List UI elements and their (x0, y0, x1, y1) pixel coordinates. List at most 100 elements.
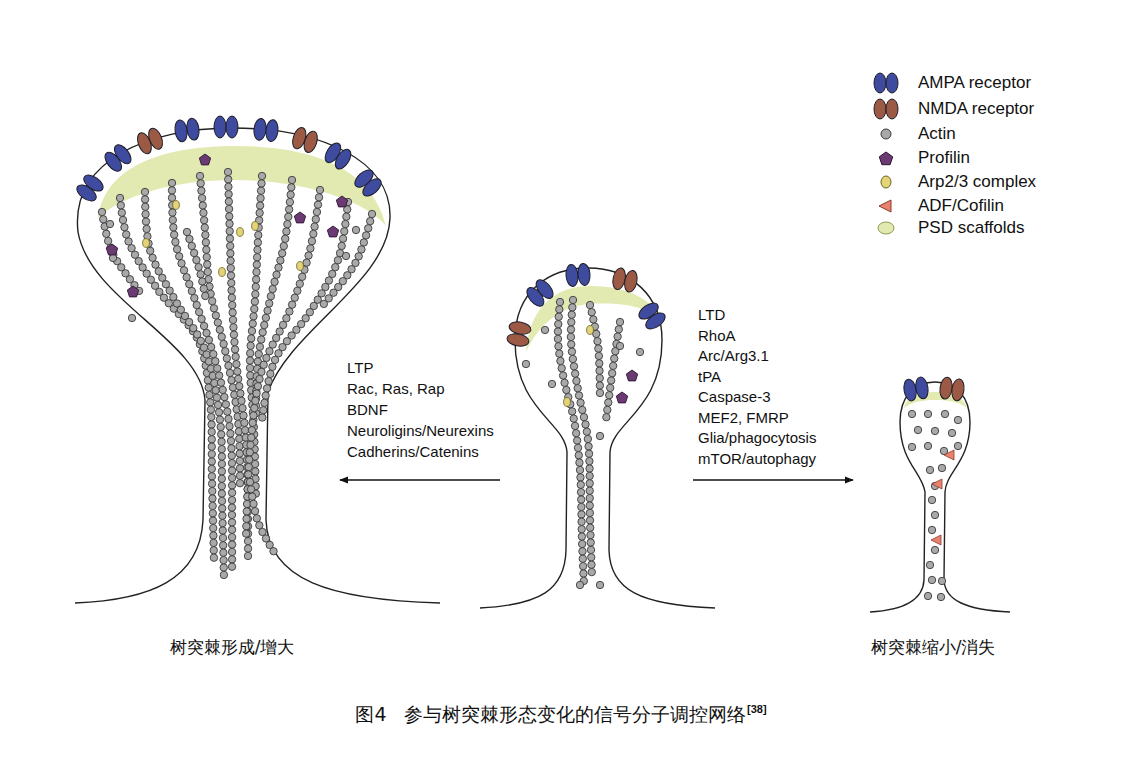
actin-monomer (588, 554, 595, 561)
actin-monomer (206, 391, 213, 398)
actin-monomer (202, 239, 209, 246)
actin-monomer (253, 515, 260, 522)
actin-monomer (567, 333, 574, 340)
actin-monomer (149, 254, 156, 261)
actin-monomer (228, 376, 235, 383)
actin-monomer (228, 511, 235, 518)
actin-monomer (578, 496, 585, 503)
actin-monomer (208, 480, 215, 487)
actin-monomer (555, 320, 562, 327)
actin-monomer (226, 213, 233, 220)
actin-monomer (197, 271, 204, 278)
profilin (294, 212, 305, 223)
signal-molecule: RhoA (698, 326, 736, 346)
signal-molecule: MEF2, FMRP (698, 408, 789, 428)
actin-monomer (954, 442, 961, 449)
actin-monomer (616, 342, 623, 349)
actin-monomer (231, 346, 238, 353)
actin-monomer (277, 257, 284, 264)
legend-swatch-holder (868, 98, 904, 120)
actin-monomer (254, 246, 261, 253)
actin-monomer (270, 548, 277, 555)
legend-label: Arp2/3 complex (918, 171, 1036, 193)
actin-monomer (258, 368, 265, 375)
actin-monomer (228, 504, 235, 511)
actin-monomer (255, 350, 262, 357)
actin-monomer (221, 393, 228, 400)
actin-monomer (190, 249, 197, 256)
actin-monomer (548, 380, 555, 387)
actin-monomer (208, 465, 215, 472)
actin-monomer (570, 363, 577, 370)
legend-swatch (879, 152, 892, 165)
actin-monomer (247, 342, 254, 349)
actin-monomer (200, 209, 207, 216)
actin-monomer (252, 276, 259, 283)
actin-monomer (228, 467, 235, 474)
legend-swatch (874, 73, 898, 93)
actin-monomer (241, 419, 248, 426)
signal-molecule: mTOR/autophagy (698, 449, 816, 469)
actin-monomer (285, 206, 292, 213)
actin-monomer (228, 482, 235, 489)
receptor-subunit (81, 172, 106, 194)
actin-monomer (178, 260, 185, 267)
actin-monomer (554, 335, 561, 342)
actin-monomer (606, 392, 613, 399)
actin-monomer (250, 313, 257, 320)
legend-row: Actin (868, 123, 956, 145)
actin-monomer (208, 443, 215, 450)
actin-monomer (128, 314, 135, 321)
actin-monomer (568, 341, 575, 348)
actin-monomer (579, 562, 586, 569)
actin-monomer (584, 435, 591, 442)
actin-monomer (228, 489, 235, 496)
receptor-subunit (185, 117, 200, 140)
actin-monomer (596, 367, 603, 374)
psd-band (98, 146, 386, 226)
receptor-subunit (146, 126, 165, 151)
actin-monomer (298, 273, 305, 280)
legend-swatch (874, 99, 898, 119)
actin-monomer (214, 319, 221, 326)
actin-monomer (250, 500, 257, 507)
actin-monomer (563, 386, 570, 393)
actin-monomer (208, 428, 215, 435)
actin-monomer (227, 272, 234, 279)
actin-monomer (605, 399, 612, 406)
actin-monomer (366, 217, 373, 224)
actin-monomer (258, 336, 265, 343)
actin-monomer (258, 180, 265, 187)
actin-monomer (608, 370, 615, 377)
actin-monomer (275, 264, 282, 271)
actin-monomer (260, 407, 267, 414)
actin-monomer (522, 360, 529, 367)
actin-monomer (568, 408, 575, 415)
actin-monomer (368, 210, 375, 217)
signal-molecule: Cadherins/Catenins (347, 442, 479, 462)
actin-monomer (596, 389, 603, 396)
actin-monomer (273, 271, 280, 278)
spine-caption: 树突棘缩小/消失 (871, 637, 996, 657)
actin-monomer (342, 220, 349, 227)
actin-monomer (245, 463, 252, 470)
actin-monomer (253, 261, 260, 268)
actin-monomer (197, 180, 204, 187)
actin-monomer (252, 291, 259, 298)
signal-molecule: BDNF (347, 400, 388, 420)
actin-monomer (228, 445, 235, 452)
actin-monomer (223, 355, 230, 362)
receptor (636, 300, 668, 332)
actin-monomer (938, 464, 945, 471)
profilin (127, 286, 138, 297)
actin-monomer (228, 294, 235, 301)
actin-monomer (200, 217, 207, 224)
actin-monomer (236, 479, 243, 486)
actin-monomer (147, 247, 154, 254)
actin-monomer (569, 296, 576, 303)
actin-monomer (320, 300, 327, 307)
actin-monomer (579, 406, 586, 413)
actin-monomer (616, 318, 623, 325)
actin-monomer (296, 280, 303, 287)
